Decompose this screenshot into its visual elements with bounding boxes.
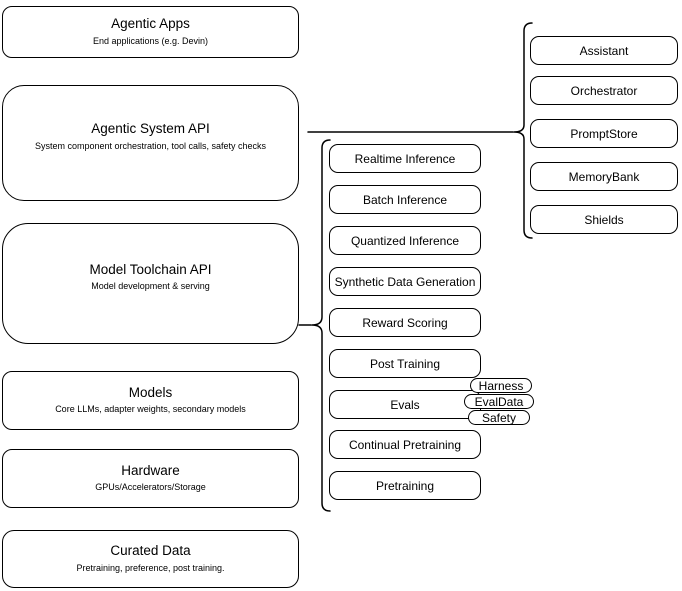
- node-label: Assistant: [579, 43, 629, 58]
- node-title: Agentic System API: [91, 121, 210, 137]
- tag-label: Harness: [478, 378, 524, 393]
- node-subtitle: Core LLMs, adapter weights, secondary mo…: [55, 404, 246, 415]
- tag-safety: Safety: [468, 410, 530, 425]
- node-memorybank: MemoryBank: [530, 162, 678, 191]
- node-orchestrator: Orchestrator: [530, 76, 678, 105]
- node-label: MemoryBank: [568, 169, 640, 184]
- node-label: Batch Inference: [362, 192, 448, 207]
- node-label: Quantized Inference: [350, 233, 460, 248]
- node-subtitle: End applications (e.g. Devin): [92, 35, 209, 46]
- node-label: Reward Scoring: [362, 315, 448, 330]
- node-title: Model Toolchain API: [89, 261, 212, 277]
- node-realtime-inference: Realtime Inference: [329, 144, 481, 173]
- node-synthetic-data-generation: Synthetic Data Generation: [329, 267, 481, 296]
- tag-label: Safety: [481, 410, 517, 425]
- node-agentic-apps: Agentic Apps End applications (e.g. Devi…: [2, 6, 299, 58]
- node-continual-pretraining: Continual Pretraining: [329, 430, 481, 459]
- node-post-training: Post Training: [329, 349, 481, 378]
- node-title: Models: [128, 384, 173, 400]
- node-label: Continual Pretraining: [348, 437, 462, 452]
- node-quantized-inference: Quantized Inference: [329, 226, 481, 255]
- node-reward-scoring: Reward Scoring: [329, 308, 481, 337]
- node-subtitle: GPUs/Accelerators/Storage: [95, 482, 206, 493]
- node-shields: Shields: [530, 205, 678, 234]
- node-label: PromptStore: [570, 126, 638, 141]
- node-model-toolchain-api: Model Toolchain API Model development & …: [2, 223, 299, 344]
- node-agentic-system-api: Agentic System API System component orch…: [2, 85, 299, 201]
- node-subtitle: Model development & serving: [91, 281, 210, 292]
- node-models: Models Core LLMs, adapter weights, secon…: [2, 371, 299, 430]
- node-promptstore: PromptStore: [530, 119, 678, 148]
- node-label: Pretraining: [375, 478, 435, 493]
- node-title: Curated Data: [110, 543, 191, 559]
- node-hardware: Hardware GPUs/Accelerators/Storage: [2, 449, 299, 508]
- node-label: Evals: [390, 397, 420, 412]
- node-evals: Evals: [329, 390, 481, 419]
- node-label: Synthetic Data Generation: [334, 274, 476, 289]
- node-subtitle: Pretraining, preference, post training.: [76, 562, 225, 573]
- node-subtitle: System component orchestration, tool cal…: [34, 140, 267, 151]
- node-curated-data: Curated Data Pretraining, preference, po…: [2, 530, 299, 588]
- node-title: Hardware: [121, 462, 180, 478]
- node-label: Shields: [584, 212, 624, 227]
- node-assistant: Assistant: [530, 36, 678, 65]
- node-title: Agentic Apps: [111, 16, 190, 32]
- node-label: Realtime Inference: [354, 151, 456, 166]
- tag-evaldata: EvalData: [464, 394, 534, 409]
- node-label: Post Training: [369, 356, 441, 371]
- node-pretraining: Pretraining: [329, 471, 481, 500]
- tag-label: EvalData: [474, 394, 524, 409]
- tag-harness: Harness: [470, 378, 532, 393]
- node-label: Orchestrator: [570, 83, 638, 98]
- brace-toolchain-items: [311, 139, 331, 512]
- node-batch-inference: Batch Inference: [329, 185, 481, 214]
